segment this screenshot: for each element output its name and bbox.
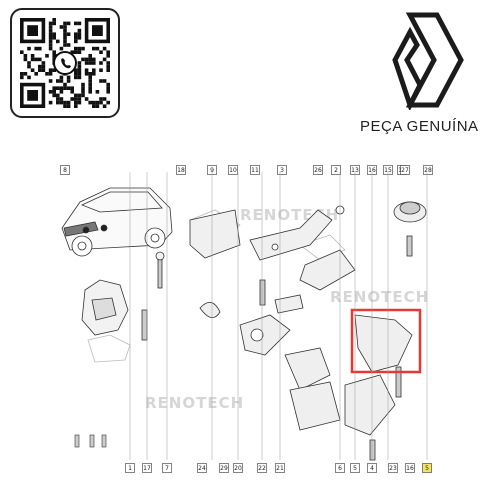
watermark: RENOTECH — [330, 288, 429, 306]
callout-bottom-box — [350, 463, 360, 473]
callout-bottom: 24 — [198, 465, 206, 472]
bottom-callouts: 1 17 7 24 29 20 22 21 6 5 4 23 16 5 — [125, 463, 432, 473]
callout-bottom: 5 — [353, 465, 357, 472]
callout-bottom: 4 — [370, 465, 374, 472]
bolt-set — [74, 434, 107, 448]
genuine-part-label: PEÇA GENUÍNA — [360, 118, 479, 135]
callout-bottom: 16 — [406, 465, 414, 472]
callout-top: 18 — [177, 167, 185, 174]
callout-bottom: 22 — [258, 465, 266, 472]
watermark: RENOTECH — [145, 394, 244, 412]
callout-bottom-box — [233, 463, 243, 473]
callout-bottom-box — [275, 463, 285, 473]
callout-top-box — [400, 165, 410, 175]
qr-code-icon — [20, 18, 110, 108]
callout-bottom-box — [335, 463, 345, 473]
callout-bottom: 20 — [234, 465, 242, 472]
callout-bottom-box — [405, 463, 415, 473]
callout-bottom-box — [367, 463, 377, 473]
qr-code[interactable] — [10, 8, 120, 118]
callout-top: 26 — [314, 167, 322, 174]
callout-bottom-box — [125, 463, 135, 473]
callout-top-box — [176, 165, 186, 175]
left-engine-mount — [81, 251, 165, 341]
callout-top: 11 — [251, 167, 259, 174]
callout-top-box — [228, 165, 238, 175]
callout-bottom-box — [388, 463, 398, 473]
whatsapp-icon — [53, 51, 77, 75]
callout-top-box — [423, 165, 433, 175]
callout-bottom: 6 — [338, 465, 342, 472]
callout-bottom: 7 — [165, 465, 169, 472]
middle-parts — [199, 279, 341, 431]
callout-bottom-box — [162, 463, 172, 473]
callout-bottom-box — [422, 463, 432, 473]
brand-logo — [385, 10, 465, 112]
callout-top: 16 — [368, 167, 376, 174]
callout-top: 2 — [334, 167, 338, 174]
callout-bottom: 29 — [220, 465, 228, 472]
callout-top-box — [277, 165, 287, 175]
car-illustration — [61, 187, 173, 257]
torque-rod-bracket — [189, 205, 356, 291]
callout-bottom: 5 — [425, 465, 429, 472]
callout-top-box — [60, 165, 70, 175]
callout-top-box — [250, 165, 260, 175]
callout-bottom: 21 — [276, 465, 284, 472]
callout-top: 9 — [210, 167, 214, 174]
callout-top-box — [313, 165, 323, 175]
callout-top: 10 — [229, 167, 237, 174]
callout-bottom: 1 — [128, 465, 132, 472]
callout-top: 28 — [424, 167, 432, 174]
right-engine-mount — [344, 314, 413, 461]
callout-bottom: 23 — [389, 465, 397, 472]
callout-top: 8 — [63, 167, 67, 174]
top-callouts: 818910113262131615142728 — [60, 165, 433, 175]
callout-bottom-box — [142, 463, 152, 473]
leader-lines — [129, 172, 428, 460]
callout-top: 13 — [351, 167, 359, 174]
highlighted-part-box — [350, 308, 422, 374]
callout-top: 27 — [401, 167, 409, 174]
callout-top: 15 — [384, 167, 392, 174]
callout-top: 3 — [280, 167, 284, 174]
callout-bottom-box — [257, 463, 267, 473]
callout-bottom-box — [197, 463, 207, 473]
callout-bottom-box — [219, 463, 229, 473]
callout-bottom: 17 — [143, 465, 151, 472]
round-mount — [393, 201, 427, 257]
callout-top-box — [331, 165, 341, 175]
brand-logo-icon — [392, 12, 464, 112]
